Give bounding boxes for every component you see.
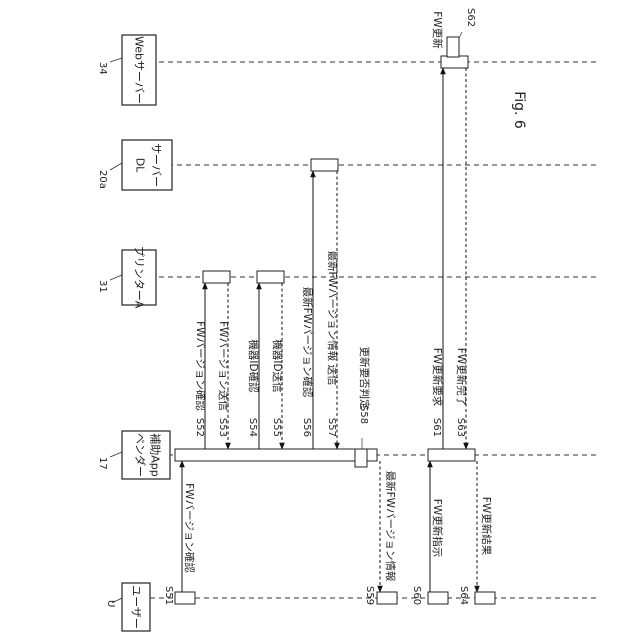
activation-printer-s54 — [257, 271, 284, 283]
activation-dl-s56 — [311, 159, 338, 171]
participant-app-ref: 17 — [97, 457, 108, 470]
participant-printer-leader — [110, 275, 122, 280]
message-label-s60: FW更新指示 — [431, 499, 444, 557]
step-id-s62: S62 — [465, 8, 476, 27]
participant-web-label: Webサーバー — [133, 36, 146, 104]
step-id-s60: S60 — [411, 586, 422, 605]
message-label-s64: FW更新結果 — [480, 497, 493, 556]
step-id-s62-leader — [459, 32, 462, 38]
message-label-s56: 最新FWバージョン確認 — [301, 287, 314, 398]
message-label-s55: 機器ID送信 — [271, 339, 284, 392]
participant-dl-label-2: サーバー — [150, 143, 163, 187]
figure-label: Fig. 6 — [511, 91, 527, 129]
step-id-s63: S63 — [455, 418, 466, 437]
participant-dl-label-1: DL — [134, 158, 147, 173]
message-label-s59: 最新FWバージョン情報 — [384, 471, 397, 582]
activation-user-s64 — [475, 592, 495, 604]
participant-printer-ref: 31 — [97, 280, 108, 293]
message-label-s58: 更新要否判定 — [358, 347, 371, 410]
activation-app-main — [175, 449, 377, 461]
activation-printer-s52 — [203, 271, 230, 283]
activation-web-s62 — [447, 37, 459, 57]
message-label-s57: 最新FWバージョン情報 送信 — [326, 250, 339, 385]
message-label-s61: FW更新要求 — [431, 348, 444, 407]
message-label-s62: FW更新 — [431, 11, 444, 49]
step-id-s53: S53 — [217, 418, 228, 437]
activation-app-s61 — [428, 449, 475, 461]
participant-user-label: ユーザー — [130, 585, 143, 629]
step-id-s54: S54 — [247, 418, 258, 437]
participant-printer-label: プリンターA — [133, 246, 146, 309]
step-id-s58: S58 — [358, 405, 369, 424]
participant-user-ref: U — [105, 600, 116, 607]
participant-app-label-1: ベンダー — [134, 433, 148, 477]
step-id-s51: S51 — [163, 586, 174, 605]
participant-dl-leader — [110, 163, 122, 170]
step-id-s61: S61 — [431, 418, 442, 437]
participant-web-ref: 34 — [97, 62, 108, 75]
step-id-s52: S52 — [194, 418, 205, 437]
activation-web-s61 — [441, 56, 468, 68]
message-label-s54: 機器ID確認 — [247, 339, 260, 393]
message-label-s51: FWバージョン確認 — [183, 483, 196, 573]
message-label-s52: FWバージョン確認 — [194, 321, 207, 411]
step-id-s57: S57 — [326, 418, 337, 437]
participant-app-label-2: 補助App — [149, 433, 163, 477]
step-id-s64: S64 — [458, 586, 469, 605]
step-id-s56: S56 — [301, 418, 312, 437]
activation-app-s58 — [355, 449, 367, 467]
activation-user-s59 — [377, 592, 397, 604]
activation-user-s51 — [175, 592, 195, 604]
participant-web-leader — [110, 58, 122, 62]
activation-user-s60 — [428, 592, 448, 604]
step-id-s55: S55 — [271, 418, 282, 437]
message-label-s53: FWバージョン送信 — [217, 321, 230, 411]
participant-dl-ref: 20a — [97, 170, 108, 189]
participant-app-leader — [110, 452, 122, 457]
step-id-s59: S59 — [364, 586, 375, 605]
message-label-s63: FW更新完了 — [455, 348, 468, 406]
